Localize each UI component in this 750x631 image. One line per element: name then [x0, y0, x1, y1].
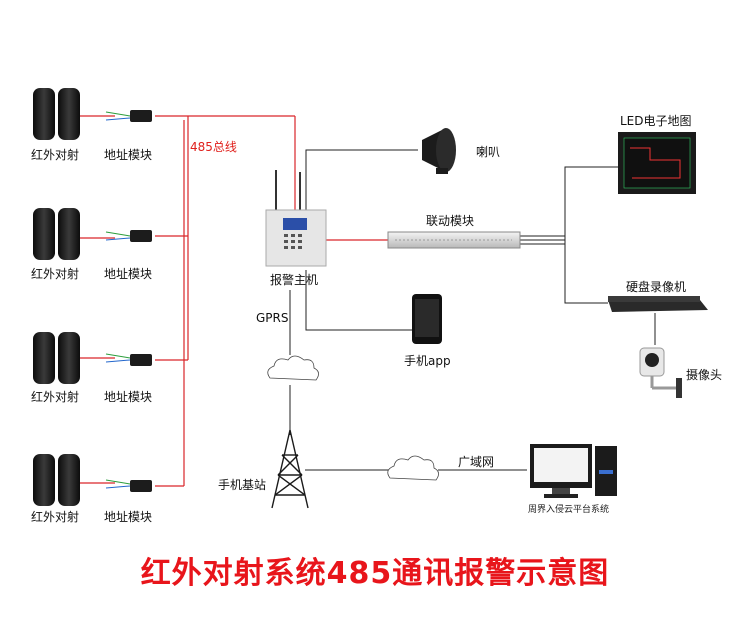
linkage-module [387, 231, 521, 249]
sensor-label-4: 红外对射 [31, 510, 80, 524]
cell-tower-icon [271, 429, 309, 509]
address-module-2 [105, 230, 152, 242]
cloud-platform-label: 周界入侵云平台系统 [528, 505, 610, 515]
linkage-label: 联动模块 [426, 214, 475, 228]
bus-lines [80, 115, 390, 487]
gprs-label: GPRS [256, 311, 289, 325]
station-label: 手机基站 [218, 478, 267, 492]
module-label-4: 地址模块 [104, 510, 153, 524]
bus-label: 485总线 [190, 140, 237, 154]
app-label: 手机app [404, 354, 451, 368]
dvr [608, 296, 708, 312]
phone-icon [412, 294, 442, 344]
speaker-label: 喇叭 [476, 145, 501, 159]
address-module-4 [105, 479, 152, 492]
gprs-cloud-icon [267, 355, 319, 381]
wan-label: 广域网 [458, 455, 495, 469]
sensor-pair-2 [33, 208, 80, 260]
speaker-icon [422, 128, 456, 174]
wan-cloud-icon [387, 455, 439, 481]
desktop-pc-icon [530, 444, 617, 498]
host-label: 报警主机 [270, 273, 319, 287]
sensor-pair-4 [33, 454, 80, 506]
sensor-pair-3 [33, 332, 80, 384]
address-module-1 [105, 110, 152, 122]
camera-label: 摄像头 [686, 368, 723, 382]
alarm-host [265, 170, 327, 267]
module-label-2: 地址模块 [104, 267, 153, 281]
sensor-label-1: 红外对射 [31, 148, 80, 162]
sensor-label-3: 红外对射 [31, 390, 80, 404]
map-label: LED电子地图 [620, 114, 692, 128]
camera-icon [639, 347, 682, 398]
page-title: 红外对射系统485通讯报警示意图 [140, 556, 610, 591]
module-label-1: 地址模块 [104, 148, 153, 162]
module-label-3: 地址模块 [104, 390, 153, 404]
signal-lines [289, 149, 656, 471]
sensor-pair-1 [33, 88, 80, 140]
address-module-3 [105, 353, 152, 366]
sensor-label-2: 红外对射 [31, 267, 80, 281]
dvr-label: 硬盘录像机 [626, 280, 687, 294]
led-map [618, 132, 696, 194]
